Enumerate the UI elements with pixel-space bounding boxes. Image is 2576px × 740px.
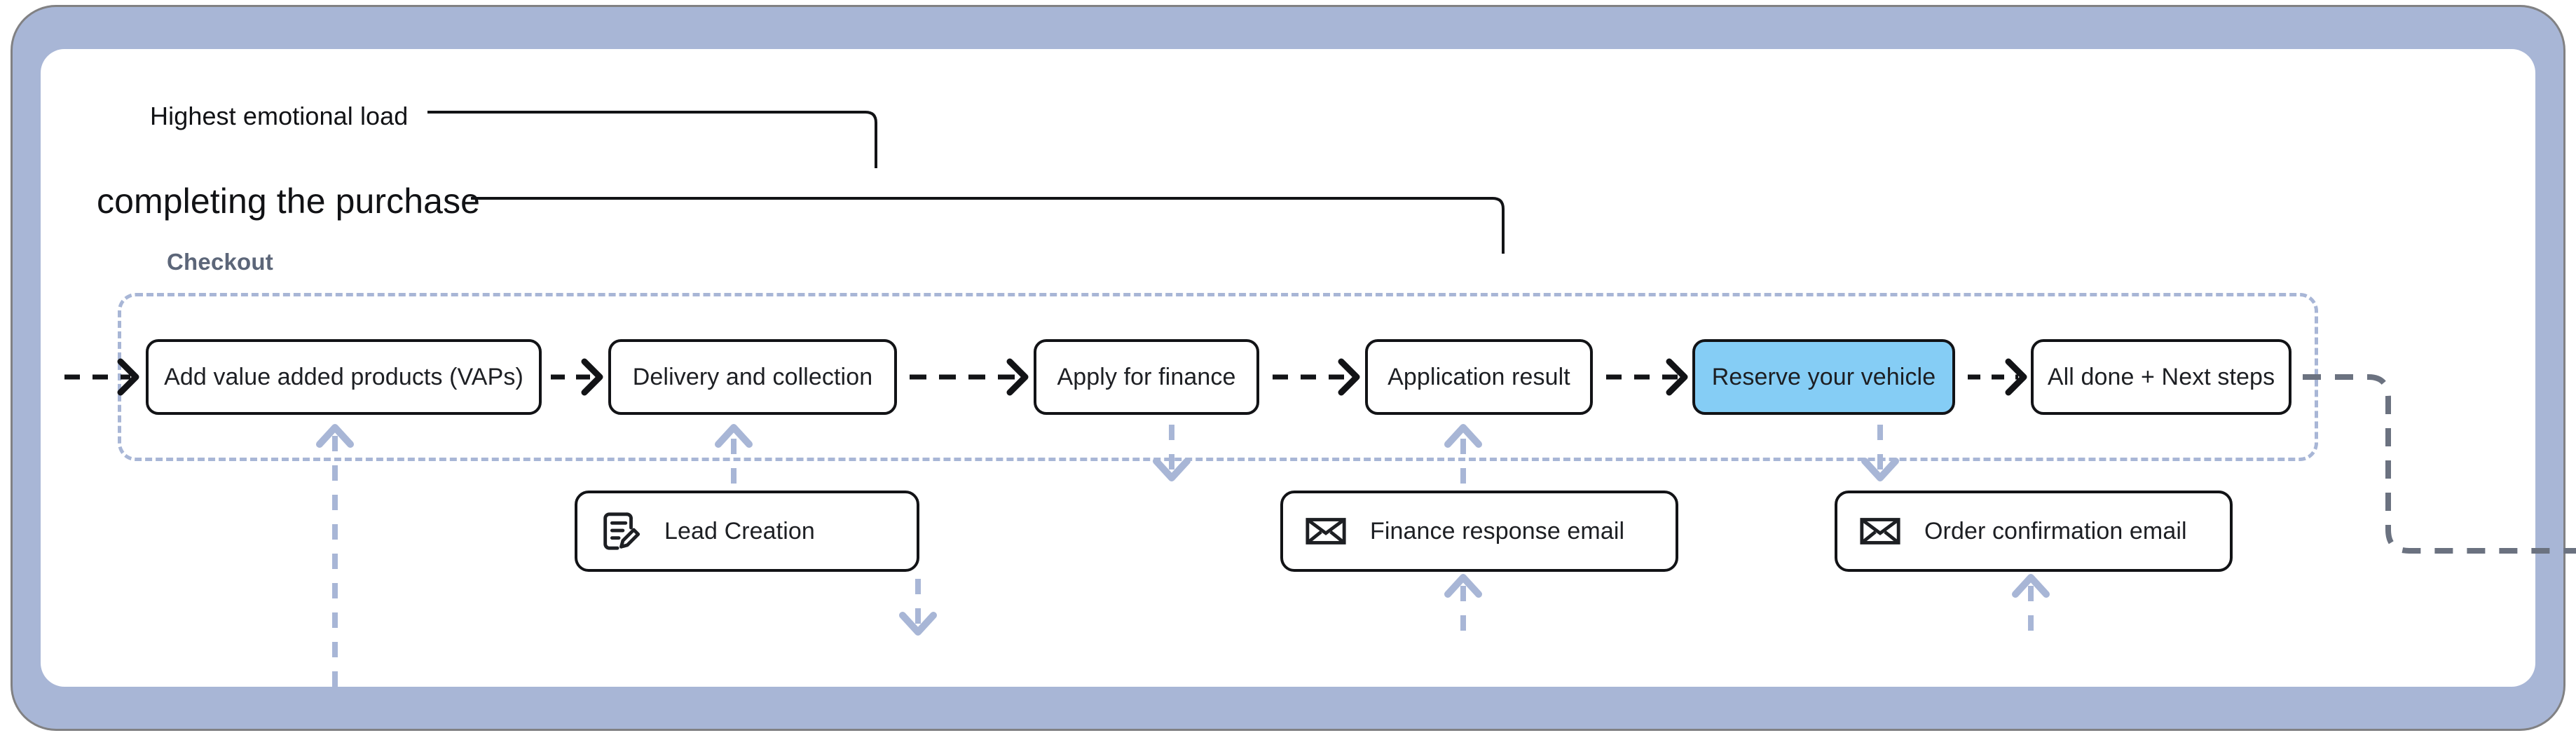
step-label: Add value added products (VAPs) <box>164 363 523 390</box>
card-label: Order confirmation email <box>1924 517 2187 544</box>
annotation-highest-emotional-load: Highest emotional load <box>150 102 409 130</box>
step-label: Apply for finance <box>1057 363 1236 390</box>
card-lead-creation[interactable]: Lead Creation <box>575 491 919 572</box>
annotation-completing-the-purchase: completing the purchase <box>97 181 481 221</box>
card-label: Lead Creation <box>664 517 815 544</box>
step-apply-for-finance[interactable]: Apply for finance <box>1034 339 1259 415</box>
document-edit-icon <box>603 512 640 550</box>
step-label: Delivery and collection <box>632 363 873 390</box>
step-label: Reserve your vehicle <box>1711 363 1936 390</box>
step-label: Application result <box>1388 363 1570 390</box>
step-all-done-next-steps[interactable]: All done + Next steps <box>2031 339 2291 415</box>
card-order-confirmation-email[interactable]: Order confirmation email <box>1835 491 2233 572</box>
step-delivery-collection[interactable]: Delivery and collection <box>608 339 897 415</box>
card-label: Finance response email <box>1370 517 1625 544</box>
envelope-icon <box>1860 518 1900 544</box>
group-title-checkout: Checkout <box>167 249 273 275</box>
step-add-vaps[interactable]: Add value added products (VAPs) <box>146 339 542 415</box>
card-finance-response-email[interactable]: Finance response email <box>1280 491 1678 572</box>
step-reserve-vehicle[interactable]: Reserve your vehicle <box>1692 339 1955 415</box>
envelope-icon <box>1306 518 1346 544</box>
step-application-result[interactable]: Application result <box>1365 339 1593 415</box>
step-label: All done + Next steps <box>2047 363 2275 390</box>
